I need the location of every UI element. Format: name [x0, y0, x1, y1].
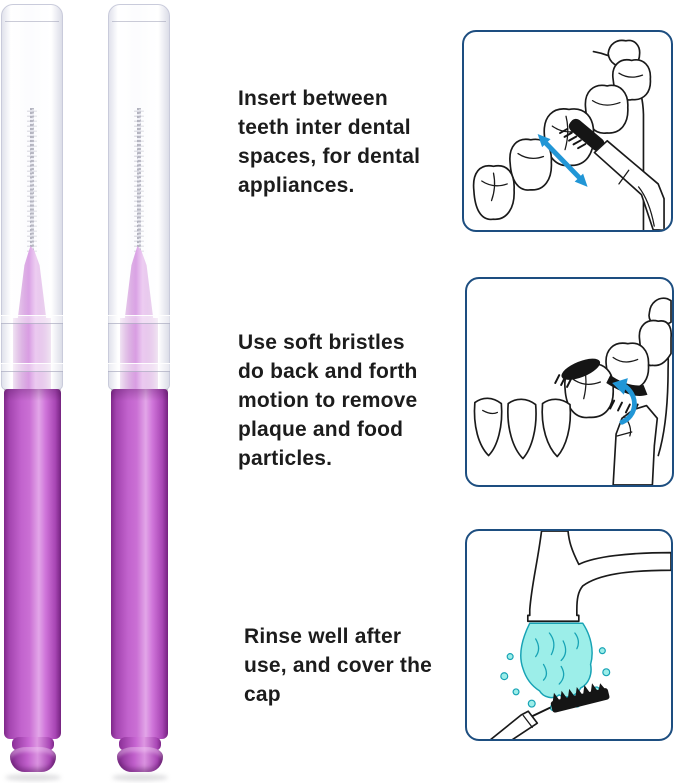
- brush-clear-cap: [1, 4, 63, 390]
- faucet: [526, 531, 671, 623]
- brush-base-bulb: [117, 747, 163, 772]
- illustration-rinse-under-faucet: [474, 531, 671, 739]
- brush-handle: [111, 389, 168, 739]
- cap-ring: [1, 315, 63, 324]
- cap-ring: [108, 315, 170, 324]
- illustration-insert-between-teeth: [472, 39, 665, 230]
- cap-ring: [108, 363, 170, 372]
- brush-shadow: [112, 774, 168, 781]
- cap-top-edge: [5, 18, 59, 22]
- brush-handle-white: [612, 404, 659, 485]
- cap-ring: [1, 363, 63, 372]
- interdental-brush-2: [108, 0, 174, 783]
- step-3-illustration-box: [465, 529, 673, 741]
- step-3-text: Rinse well after use, and cover the cap: [244, 625, 432, 706]
- step-2-text: Use soft bristles do back and forth moti…: [238, 331, 418, 470]
- interdental-brush-1: [1, 0, 67, 783]
- brush-clear-cap: [108, 4, 170, 390]
- teeth-row: [472, 39, 652, 221]
- step-1-text: Insert between teeth inter dental spaces…: [238, 87, 421, 197]
- brush-handle: [4, 389, 61, 739]
- cap-top-edge: [112, 18, 166, 22]
- brush-base-bulb: [10, 747, 56, 772]
- teeth-row: [473, 297, 672, 460]
- step-2-illustration-box: [465, 277, 674, 487]
- step-1-illustration-box: [462, 30, 673, 232]
- back-and-forth-arrow: [537, 133, 588, 187]
- interdental-brush-head: [559, 118, 605, 152]
- brush-handle-white: [593, 139, 665, 230]
- illustration-back-and-forth-motion: [473, 297, 672, 485]
- curved-motion-arrow: [612, 378, 637, 425]
- brush-shadow: [5, 774, 61, 781]
- rinsed-brush: [474, 683, 610, 739]
